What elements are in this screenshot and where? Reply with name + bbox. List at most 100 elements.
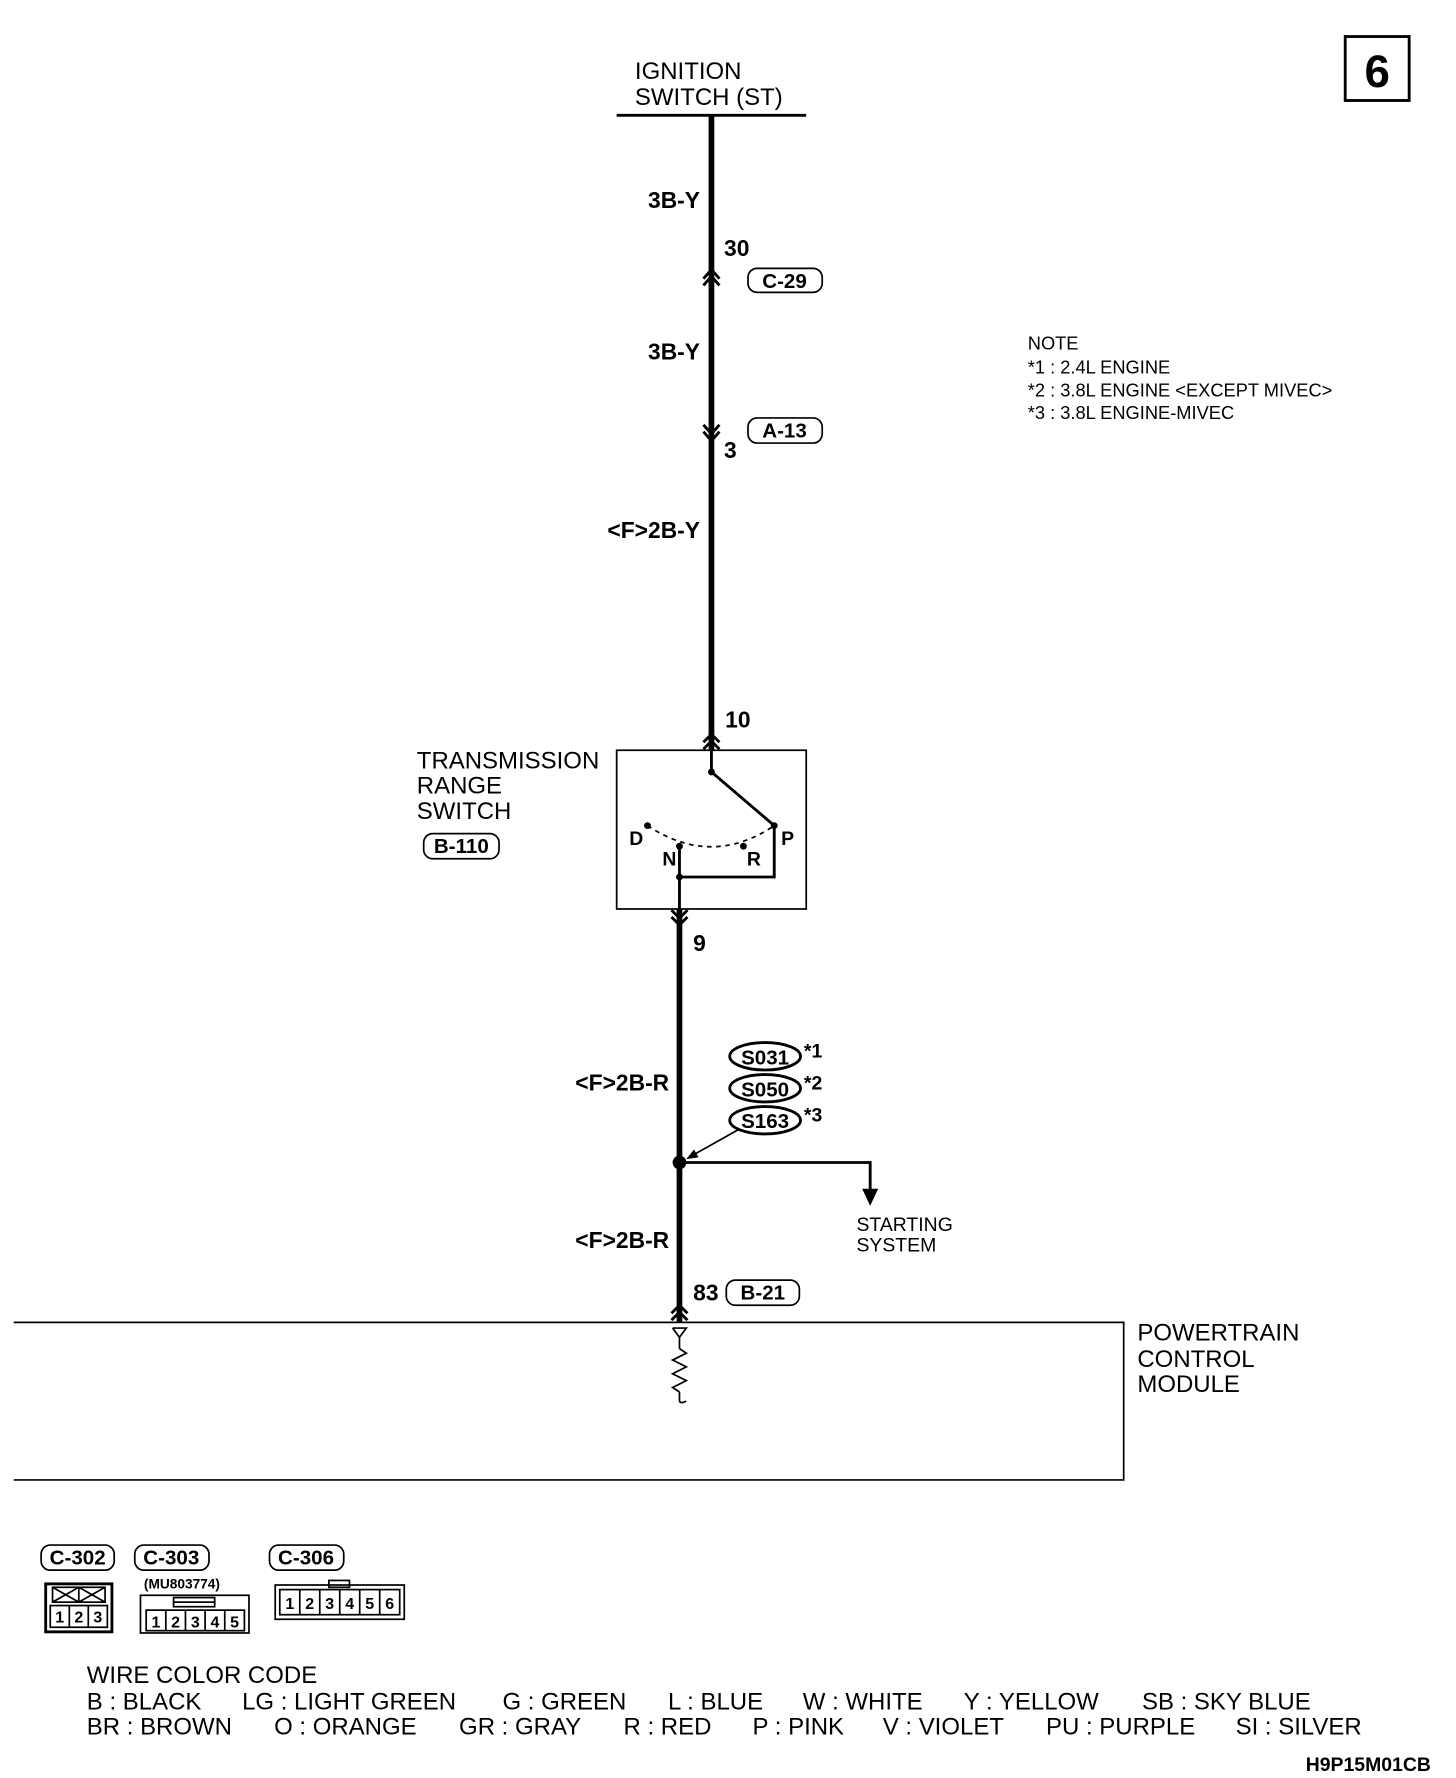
connector-view-c306-housing [274, 1584, 406, 1621]
pcm-resistor-tail [678, 1392, 687, 1404]
connector-view-c306-id: C-306 [278, 1546, 334, 1569]
connector-view-c303-pin-dividers [164, 1610, 226, 1631]
trs-in-chevron-1 [702, 732, 721, 744]
connector-a13-chevron-1 [702, 423, 721, 437]
trs-label-2: RANGE [417, 773, 502, 800]
color-code-entry: W : WHITE [803, 1688, 923, 1715]
connector-b21-pin: 83 [693, 1280, 718, 1306]
splice-s050-id: S050 [741, 1078, 789, 1101]
connector-view-c306-pin-5: 5 [365, 1596, 374, 1613]
pcm-label-3: MODULE [1137, 1371, 1240, 1398]
connector-c29-chevron-2 [702, 274, 721, 287]
starting-system-label-2: SYSTEM [856, 1235, 936, 1257]
page-badge-box [1343, 35, 1411, 102]
wire-color-code-title: WIRE COLOR CODE [87, 1662, 317, 1689]
diagram-code: H9P15M01CB [1306, 1754, 1431, 1776]
connector-a13-id: A-13 [762, 419, 807, 442]
pcm-label-1: POWERTRAIN [1137, 1320, 1299, 1347]
wire-color-code: WIRE COLOR CODE B : BLACK LG : LIGHT GRE… [87, 1662, 1362, 1740]
connector-view-c306-pin-1: 1 [285, 1596, 294, 1613]
connector-c29-id-box [747, 267, 824, 294]
connector-view-c306-pin-6: 6 [385, 1596, 394, 1613]
connector-view-c303-pin-3: 3 [191, 1614, 200, 1631]
pcm-resistor [670, 1347, 689, 1393]
connector-view-c302-housing [44, 1582, 114, 1634]
color-code-entry: LG : LIGHT GREEN [242, 1688, 456, 1715]
pcm-terminal-symbol [671, 1327, 689, 1339]
trs-connector-id: B-110 [434, 835, 489, 858]
splice-s163-id: S163 [741, 1110, 789, 1133]
connector-b21-id-box [725, 1279, 801, 1307]
page-badge-number: 6 [1364, 46, 1389, 97]
connector-view-c306: C-306 1 2 3 4 5 6 [268, 1544, 406, 1621]
connector-view-c303-id: C-303 [143, 1546, 199, 1569]
connector-view-c302-pin-row [49, 1604, 109, 1629]
color-code-entry: GR : GRAY [459, 1714, 581, 1741]
connector-view-c306-id-box [268, 1544, 345, 1572]
connector-view-c302-id: C-302 [50, 1546, 106, 1569]
splice-s031-oval [728, 1041, 802, 1072]
color-code-entry: V : VIOLET [883, 1714, 1005, 1741]
connector-view-c306-key [328, 1579, 351, 1589]
connector-view-c306-pin-4: 4 [345, 1596, 354, 1613]
connector-view-c303-housing [139, 1594, 250, 1634]
color-code-entry: P : PINK [753, 1714, 844, 1741]
page-badge: 6 [1343, 35, 1411, 102]
ignition-switch: IGNITION SWITCH (ST) [616, 58, 807, 117]
color-code-entry: O : ORANGE [274, 1714, 417, 1741]
connector-view-c302-id-box [40, 1544, 116, 1572]
ignition-switch-label-2: SWITCH (ST) [635, 84, 783, 111]
trs-label-3: SWITCH [417, 798, 512, 825]
connector-view-c303-pin-5: 5 [230, 1614, 239, 1631]
connector-b21-chevron-2 [670, 1310, 689, 1322]
note-block: NOTE *1 : 2.4L ENGINE *2 : 3.8L ENGINE <… [1028, 332, 1333, 423]
color-code-entry: B : BLACK [87, 1688, 202, 1715]
connector-view-c303-pin-2: 2 [171, 1614, 180, 1631]
splice-group: S031 *1 S050 *2 S163 *3 [686, 1040, 823, 1160]
note-item-1: *1 : 2.4L ENGINE [1028, 356, 1170, 377]
connector-b21: 83 B-21 [670, 1279, 801, 1322]
wire-branch-to-starting-system [679, 1161, 872, 1193]
connector-a13: A-13 3 [702, 417, 824, 463]
starting-system-arrowhead [862, 1188, 879, 1206]
trs-dot-d [644, 822, 651, 830]
splice-s163-oval [728, 1105, 802, 1136]
pcm-box [13, 1321, 1125, 1481]
trs-pin-out: 9 [693, 930, 706, 956]
connector-a13-id-box [747, 417, 824, 444]
trs-position-d: D [629, 828, 643, 850]
color-code-entry: R : RED [624, 1714, 712, 1741]
color-code-entry: G : GREEN [502, 1688, 626, 1715]
splice-s050-oval [728, 1073, 802, 1104]
splice-s031-id: S031 [741, 1046, 789, 1069]
transmission-range-switch: 10 TRANSMISSION RANGE SWITCH B-110 D N R… [417, 706, 808, 956]
trs-position-arc [647, 824, 775, 848]
splice-pointer-arrowhead [686, 1149, 699, 1160]
connector-c29-chevron-1 [702, 267, 721, 280]
connector-view-c303-part-no: (MU803774) [144, 1576, 220, 1591]
color-code-entry: SB : SKY BLUE [1142, 1688, 1311, 1715]
starting-system-label-1: STARTING [856, 1214, 952, 1236]
wire-label-splice-to-pcm: <F>2B-R [575, 1227, 669, 1253]
trs-position-n: N [662, 849, 676, 871]
connector-view-c302-pin-2: 2 [74, 1610, 83, 1627]
connector-c29: 30 C-29 [702, 235, 824, 294]
note-title: NOTE [1028, 332, 1079, 353]
connector-view-c303-id-box [133, 1544, 210, 1572]
connector-view-c306-pin-2: 2 [305, 1596, 314, 1613]
powertrain-control-module: POWERTRAIN CONTROL MODULE [13, 1320, 1299, 1481]
connector-view-c302-lock-x [52, 1586, 106, 1603]
splice-s031-mark: *1 [804, 1040, 823, 1062]
splice-s163-mark: *3 [804, 1104, 823, 1126]
color-code-entry: BR : BROWN [87, 1714, 232, 1741]
connector-view-c302-pin-dividers [68, 1605, 90, 1628]
trs-label-1: TRANSMISSION [417, 748, 599, 775]
trs-connector-id-box [422, 832, 500, 860]
connector-view-c302: C-302 1 2 3 [40, 1544, 116, 1634]
connector-view-c303: C-303 (MU803774) 1 2 3 4 5 [133, 1544, 250, 1634]
wire-label-c29-to-a13: 3B-Y [648, 339, 700, 365]
wire-label-trs-to-splice: <F>2B-R [575, 1070, 669, 1096]
note-item-2: *2 : 3.8L ENGINE <EXCEPT MIVEC> [1028, 379, 1333, 400]
trs-contact-arm [710, 770, 776, 827]
